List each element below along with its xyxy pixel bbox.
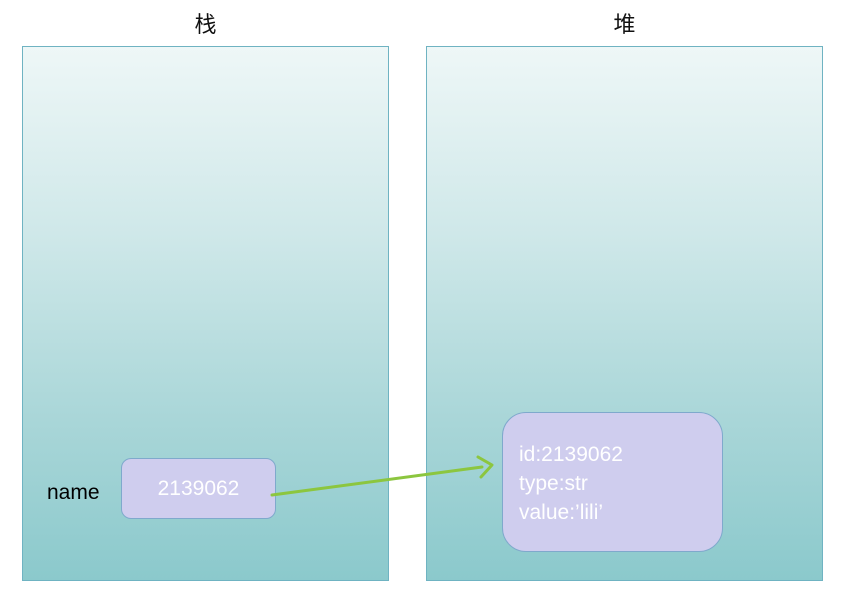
heap-title: 堆 (613, 13, 636, 38)
object-type-line: type:str (519, 472, 588, 495)
reference-value: 2139062 (157, 476, 240, 500)
object-value-line: value:’lili’ (519, 501, 604, 524)
heap-object-box: id:2139062 type:str value:’lili’ (502, 412, 723, 552)
stack-title: 栈 (194, 13, 217, 38)
object-id-line: id:2139062 (519, 443, 623, 466)
variable-name-label: name (47, 481, 100, 504)
reference-box: 2139062 (121, 458, 276, 519)
